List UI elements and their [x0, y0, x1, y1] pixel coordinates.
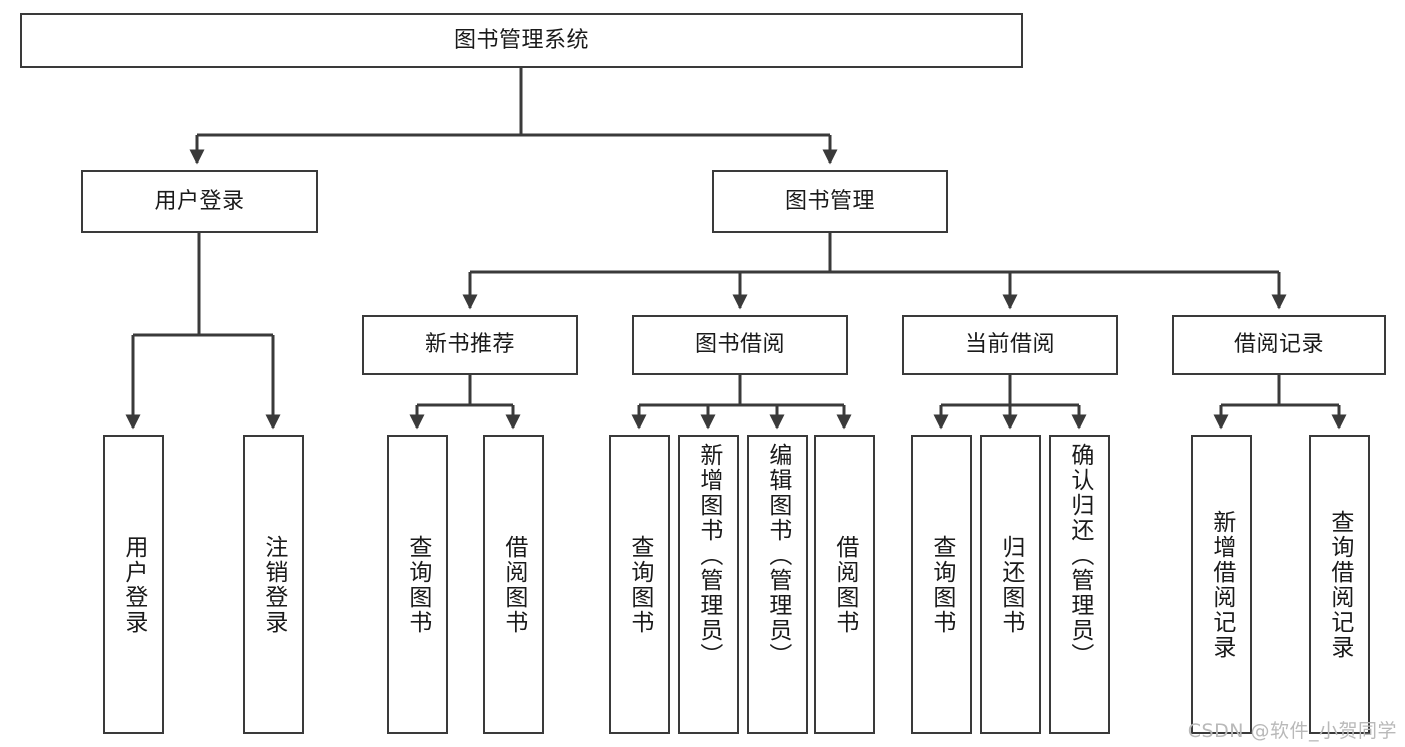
node-leaf-edit-book-admin[interactable]: 编辑图书（管理员）: [747, 435, 808, 734]
node-book-manage-label: 图书管理: [784, 188, 875, 214]
node-user-login[interactable]: 用户登录: [81, 170, 318, 233]
node-leaf-borrow-book-2-label: 借阅图书: [831, 534, 858, 635]
node-leaf-borrow-book-2[interactable]: 借阅图书: [814, 435, 875, 734]
node-root-label: 图书管理系统: [453, 27, 589, 53]
node-leaf-query-borrow-record-label: 查询借阅记录: [1326, 509, 1353, 660]
node-book-manage[interactable]: 图书管理: [712, 170, 948, 233]
node-borrow-record[interactable]: 借阅记录: [1172, 315, 1386, 375]
node-leaf-add-borrow-record-label: 新增借阅记录: [1208, 509, 1235, 660]
node-leaf-user-login[interactable]: 用户登录: [103, 435, 164, 734]
node-leaf-logout-login-label: 注销登录: [260, 534, 287, 635]
node-leaf-user-login-label: 用户登录: [120, 534, 147, 635]
node-leaf-query-book-2-label: 查询图书: [626, 534, 653, 635]
node-leaf-borrow-book-1[interactable]: 借阅图书: [483, 435, 544, 734]
node-leaf-query-book-3-label: 查询图书: [928, 534, 955, 635]
node-leaf-query-book-2[interactable]: 查询图书: [609, 435, 670, 734]
node-new-book-recommend-label: 新书推荐: [424, 332, 515, 358]
node-book-borrow-label: 图书借阅: [694, 332, 785, 358]
node-borrow-record-label: 借阅记录: [1233, 332, 1324, 358]
node-leaf-confirm-return-admin[interactable]: 确认归还（管理员）: [1049, 435, 1110, 734]
node-leaf-logout-login[interactable]: 注销登录: [243, 435, 304, 734]
node-leaf-add-book-admin[interactable]: 新增图书（管理员）: [678, 435, 739, 734]
node-leaf-return-book[interactable]: 归还图书: [980, 435, 1041, 734]
node-book-borrow[interactable]: 图书借阅: [632, 315, 848, 375]
node-leaf-add-borrow-record[interactable]: 新增借阅记录: [1191, 435, 1252, 734]
node-leaf-return-book-label: 归还图书: [997, 534, 1024, 635]
node-leaf-add-book-admin-label: 新增图书（管理员）: [695, 443, 722, 668]
node-current-borrow-label: 当前借阅: [964, 332, 1055, 358]
node-leaf-query-borrow-record[interactable]: 查询借阅记录: [1309, 435, 1370, 734]
node-leaf-query-book-1-label: 查询图书: [404, 534, 431, 635]
node-user-login-label: 用户登录: [154, 188, 245, 214]
node-leaf-edit-book-admin-label: 编辑图书（管理员）: [764, 443, 791, 668]
node-leaf-confirm-return-admin-label: 确认归还（管理员）: [1066, 443, 1093, 668]
node-root[interactable]: 图书管理系统: [20, 13, 1023, 68]
node-leaf-query-book-3[interactable]: 查询图书: [911, 435, 972, 734]
csdn-watermark: CSDN @软件_小贺同学: [1187, 720, 1397, 742]
node-leaf-borrow-book-1-label: 借阅图书: [500, 534, 527, 635]
node-new-book-recommend[interactable]: 新书推荐: [362, 315, 578, 375]
node-current-borrow[interactable]: 当前借阅: [902, 315, 1118, 375]
node-leaf-query-book-1[interactable]: 查询图书: [387, 435, 448, 734]
